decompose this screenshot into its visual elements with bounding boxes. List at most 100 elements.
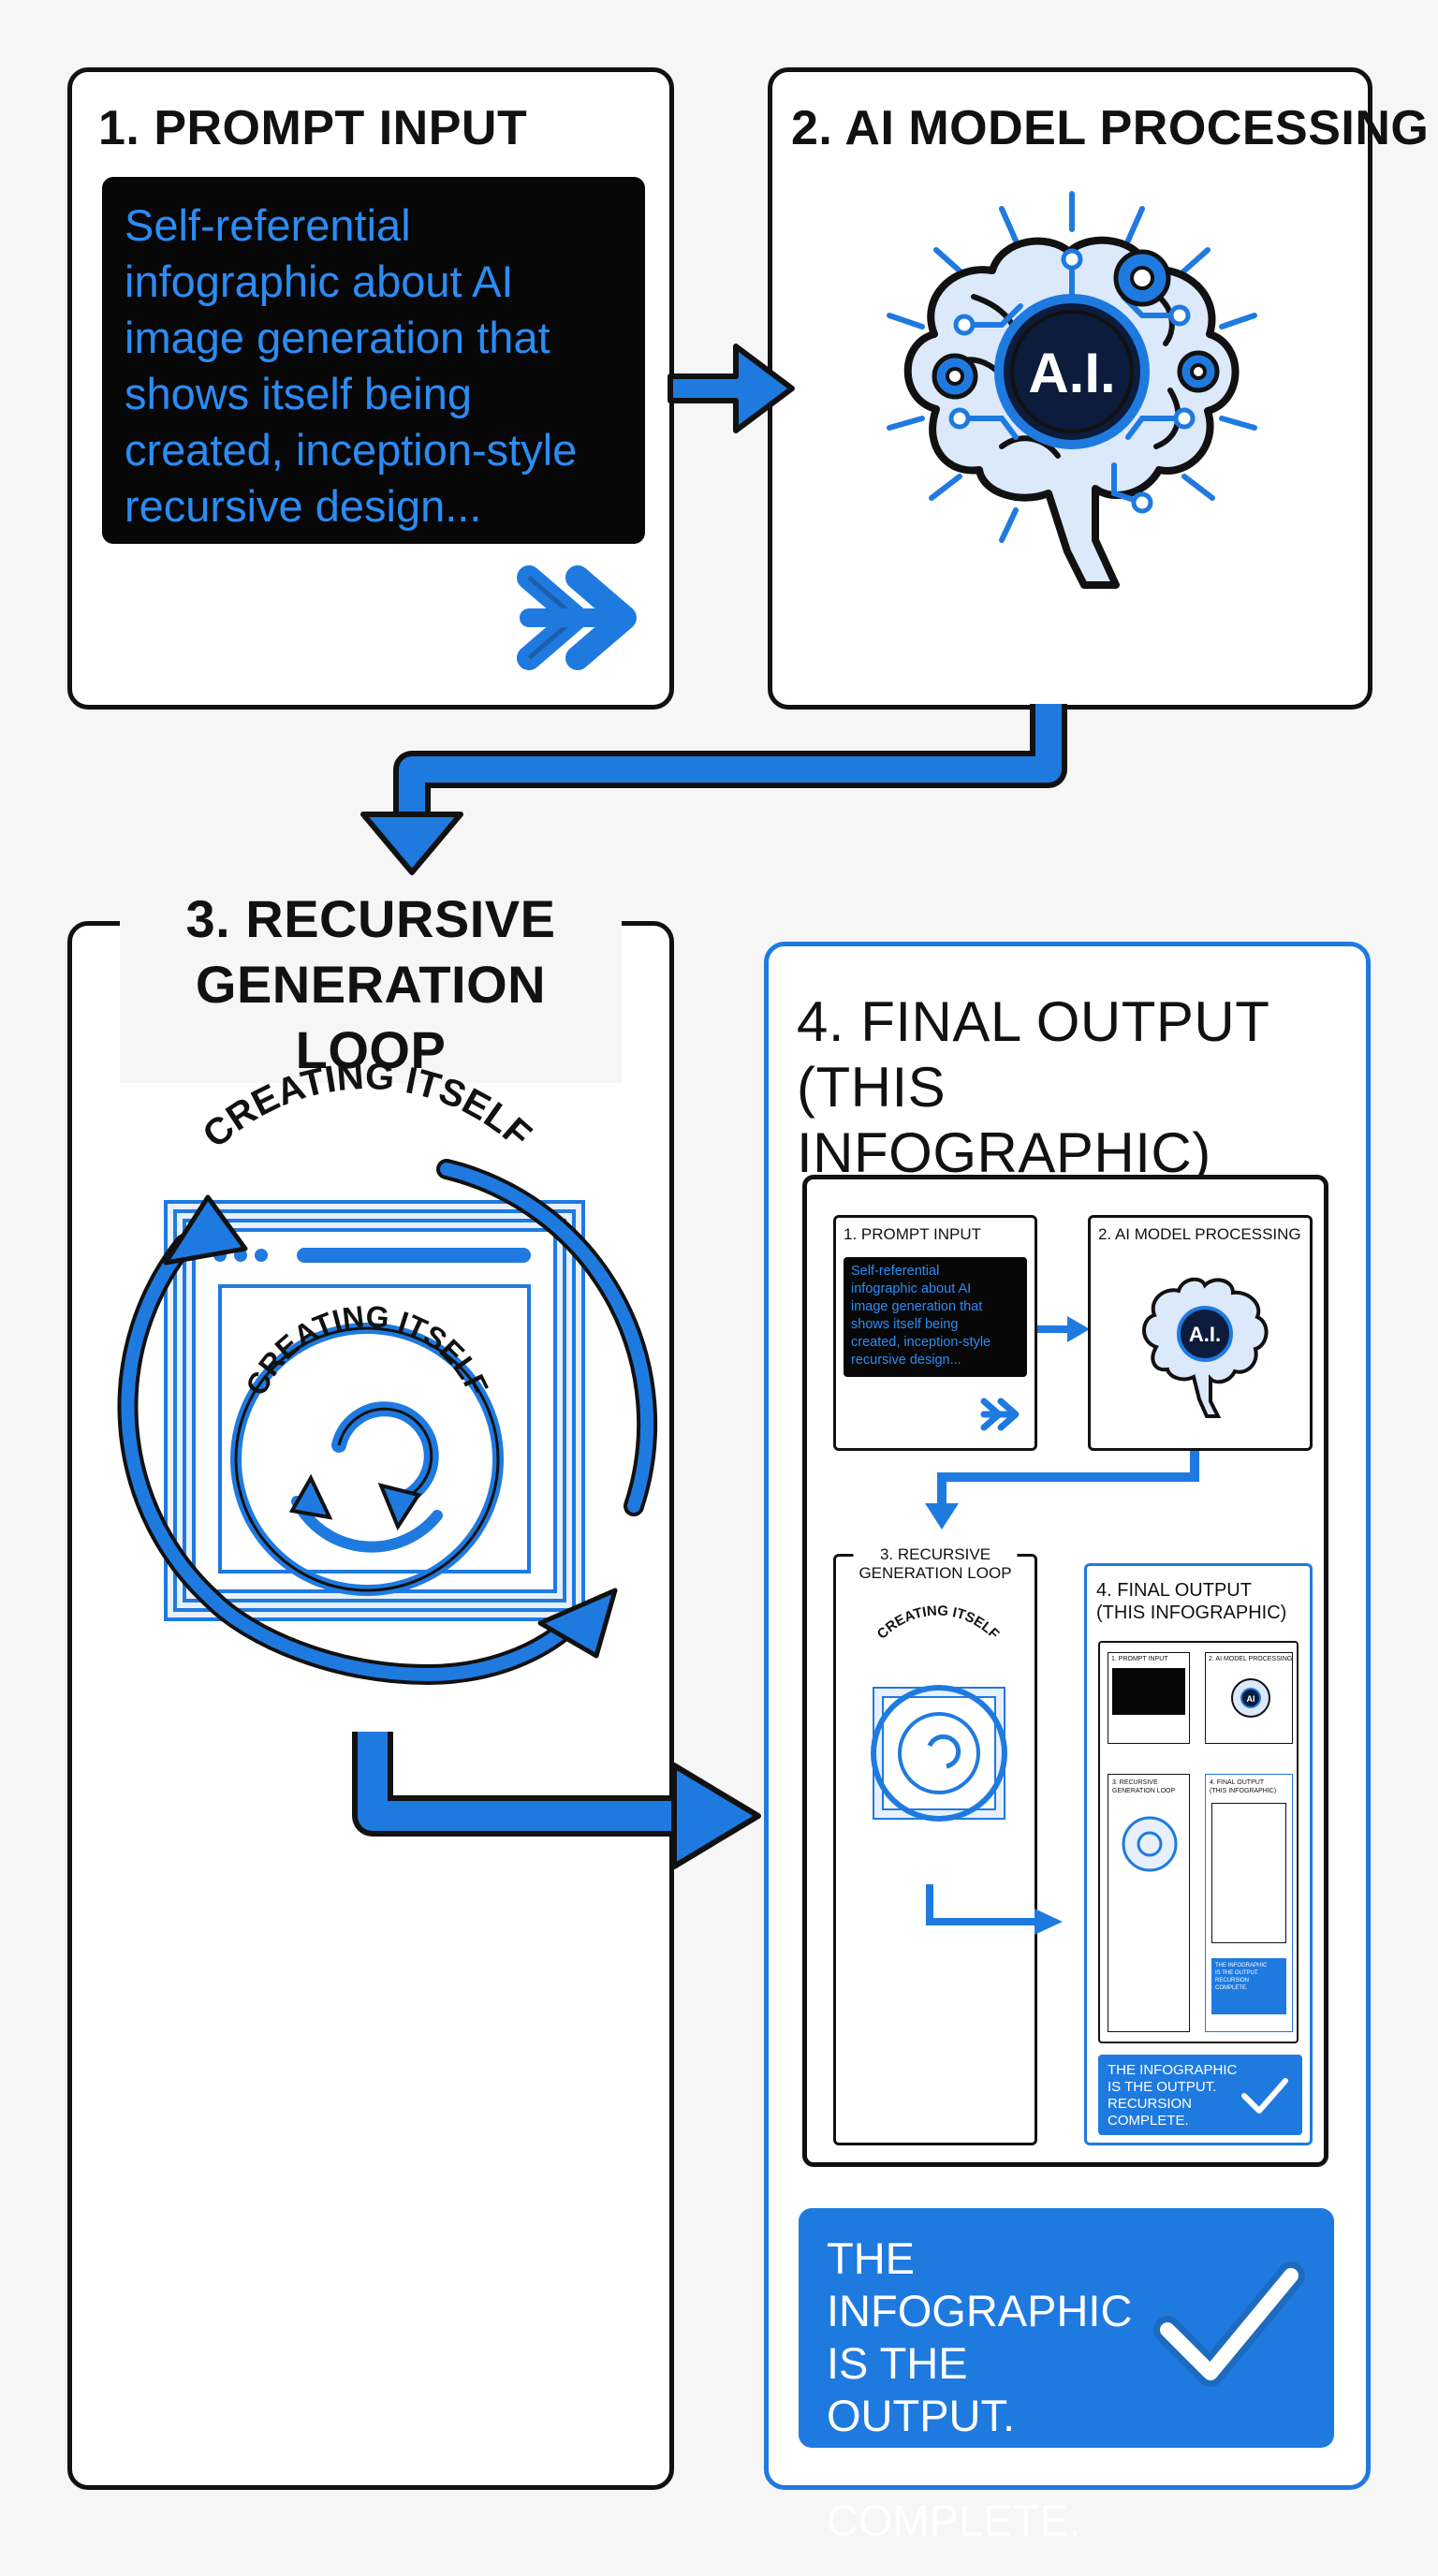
panel-recursive-loop: 3. RECURSIVE GENERATION LOOP: [67, 886, 674, 2490]
prompt-line: recursive design...: [125, 481, 482, 531]
mini-panel-final-output: 4. FINAL OUTPUT (THIS INFOGRAPHIC) 1. PR…: [1084, 1563, 1313, 2145]
nested-infographic-preview-level3: [1211, 1803, 1286, 1943]
mini-title-line: GENERATION LOOP: [858, 1564, 1012, 1582]
mini-panel-title: 1. PROMPT INPUT: [844, 1225, 982, 1243]
micro-brain-label: AI: [1247, 1694, 1255, 1704]
prompt-line: Self-referential: [125, 200, 411, 250]
micro-panel-title: 2. AI MODEL PROCESSING: [1209, 1656, 1293, 1662]
mini-prompt-line: recursive design...: [851, 1353, 961, 1368]
glow-rays: [887, 191, 1257, 543]
complete-line: THE INFOGRAPHIC: [827, 2233, 1133, 2335]
flow-arrow: [1037, 1316, 1090, 1342]
brain-circuit-icon: A.I.: [1142, 1277, 1269, 1418]
gear-icon: [932, 353, 978, 400]
mini-complete-box: THE INFOGRAPHIC IS THE OUTPUT. RECURSION…: [1098, 2055, 1302, 2135]
micro-title-line: 3. RECURSIVE: [1112, 1779, 1158, 1786]
micro-panel-prompt-input: 1. PROMPT INPUT: [1108, 1652, 1190, 1744]
micro-title-line: (THIS INFOGRAPHIC): [1210, 1788, 1277, 1794]
nested-infographic-preview: 1. PROMPT INPUT Self-referential infogra…: [802, 1175, 1328, 2167]
mini-loop-caption: CREATING ITSELF: [874, 1603, 1003, 1642]
flow-arrow-prompt-to-model: [668, 344, 795, 433]
arrowhead: [537, 1588, 618, 1659]
panel-title-final-output: 4. FINAL OUTPUT (THIS INFOGRAPHIC): [797, 989, 1358, 1186]
prompt-line: shows itself being: [125, 369, 472, 418]
window-toolbar: [213, 1248, 531, 1263]
mini-panel-prompt-input: 1. PROMPT INPUT Self-referential infogra…: [833, 1215, 1037, 1451]
checkmark-icon: [1153, 2261, 1305, 2387]
panel-title-prompt-input: 1. PROMPT INPUT: [98, 101, 528, 155]
mini-panel-recursive-loop: 3. RECURSIVE GENERATION LOOP CREATING IT…: [833, 1545, 1063, 2145]
micro-panel-title: 1. PROMPT INPUT: [1111, 1656, 1168, 1662]
gear-icon: [1177, 350, 1220, 393]
title-line: (THIS INFOGRAPHIC): [797, 1056, 1211, 1184]
brain-badge-label: A.I.: [1028, 342, 1115, 404]
prompt-line: image generation that: [125, 313, 550, 362]
micro-complete-line: THE INFOGRAPHIC: [1215, 1963, 1268, 1969]
gear-icon: [1113, 249, 1171, 307]
title-line: 3. RECURSIVE: [185, 889, 556, 948]
mini-title-line: 4. FINAL OUTPUT: [1096, 1580, 1252, 1601]
complete-line: IS THE OUTPUT.: [827, 2338, 1016, 2440]
micro-complete-line: IS THE OUTPUT.: [1215, 1970, 1259, 1976]
complete-line: COMPLETE.: [827, 2496, 1081, 2545]
panel-title-model-processing: 2. AI MODEL PROCESSING: [791, 101, 1430, 155]
mini-panel-title: 2. AI MODEL PROCESSING: [1098, 1225, 1301, 1243]
micro-panel-title: 3. RECURSIVE GENERATION LOOP: [1112, 1778, 1175, 1795]
mini-panel-title: 3. RECURSIVE GENERATION LOOP: [853, 1545, 1018, 1583]
circular-arrows-icon: [1122, 1816, 1178, 1872]
micro-panel-final-output: 4. FINAL OUTPUT (THIS INFOGRAPHIC) THE I…: [1205, 1774, 1293, 2032]
nested-infographic-preview-level2: 1. PROMPT INPUT 2. AI MODEL PROCESSING A…: [1098, 1641, 1299, 2043]
prompt-text-box: Self-referential infographic about AI im…: [102, 177, 645, 544]
mini-brain-label: A.I.: [1189, 1323, 1221, 1346]
mini-title-line: 3. RECURSIVE: [879, 1545, 991, 1563]
panel-prompt-input: 1. PROMPT INPUT Self-referential infogra…: [67, 67, 674, 710]
complete-line: RECURSION: [827, 2443, 1092, 2493]
micro-panel-title: 4. FINAL OUTPUT (THIS INFOGRAPHIC): [1210, 1778, 1276, 1795]
flow-arrow-loop-to-output: [352, 1732, 761, 1869]
panel-model-processing: 2. AI MODEL PROCESSING: [768, 67, 1429, 710]
mini-complete-line: RECURSION: [1108, 2096, 1193, 2112]
mini-complete-line: THE INFOGRAPHIC: [1108, 2062, 1238, 2078]
double-chevron-forward-icon: [980, 1398, 1020, 1431]
panel-title-recursive-loop: 3. RECURSIVE GENERATION LOOP: [120, 886, 622, 1083]
circular-arrows-icon: [288, 1401, 443, 1553]
recursive-loop-illustration: CREATING ITSELF: [871, 1603, 1007, 1822]
micro-complete-line: COMPLETE.: [1215, 1985, 1248, 1991]
mini-complete-line: IS THE OUTPUT.: [1108, 2079, 1217, 2095]
mini-prompt-line: Self-referential: [851, 1264, 940, 1279]
brain-circuit-icon: AI: [1231, 1678, 1270, 1718]
mini-prompt-line: created, inception-style: [851, 1335, 991, 1350]
checkmark-icon: [1241, 2078, 1288, 2114]
mini-prompt-line: shows itself being: [851, 1317, 959, 1332]
micro-complete-box: THE INFOGRAPHIC IS THE OUTPUT. RECURSION…: [1211, 1958, 1286, 2014]
mini-prompt-box: Self-referential infographic about AI im…: [844, 1257, 1027, 1377]
title-line: 4. FINAL OUTPUT: [797, 990, 1270, 1053]
mini-prompt-line: image generation that: [851, 1299, 983, 1314]
flow-arrow: [925, 1451, 1199, 1530]
micro-title-line: GENERATION LOOP: [1112, 1788, 1176, 1794]
mini-prompt-line: infographic about AI: [851, 1281, 972, 1296]
brain-circuit-icon: A.I.: [887, 191, 1257, 589]
mini-panel-title: 4. FINAL OUTPUT (THIS INFOGRAPHIC): [1096, 1579, 1286, 1624]
micro-title-line: 4. FINAL OUTPUT: [1210, 1779, 1265, 1786]
micro-panel-recursive-loop: 3. RECURSIVE GENERATION LOOP: [1108, 1774, 1190, 2032]
prompt-line: infographic about AI: [125, 256, 514, 306]
recursive-loop-illustration: CREATING ITSELF CREATING ITSELF: [117, 1056, 658, 1686]
micro-prompt-box: [1112, 1668, 1185, 1715]
double-chevron-forward-icon: [517, 565, 637, 670]
flow-arrow: [926, 1884, 1063, 1935]
title-line: GENERATION LOOP: [195, 955, 547, 1079]
prompt-line: created, inception-style: [125, 425, 578, 475]
recursion-complete-callout: THE INFOGRAPHIC IS THE OUTPUT. RECURSION…: [799, 2208, 1334, 2545]
panel-final-output: 4. FINAL OUTPUT (THIS INFOGRAPHIC) 1. PR…: [764, 942, 1371, 2545]
arrowhead: [163, 1194, 248, 1266]
micro-complete-line: RECURSION: [1215, 1978, 1250, 1983]
mini-title-line: (THIS INFOGRAPHIC): [1096, 1603, 1287, 1623]
mini-complete-line: COMPLETE.: [1108, 2113, 1189, 2129]
outer-loop-arrows: [117, 1159, 658, 1686]
micro-panel-model-processing: 2. AI MODEL PROCESSING AI: [1205, 1652, 1293, 1744]
mini-panel-model-processing: 2. AI MODEL PROCESSING A.I.: [1088, 1215, 1313, 1451]
svg-text:CREATING ITSELF: CREATING ITSELF: [874, 1603, 1003, 1642]
flow-arrow-model-to-loop: [360, 704, 1067, 875]
